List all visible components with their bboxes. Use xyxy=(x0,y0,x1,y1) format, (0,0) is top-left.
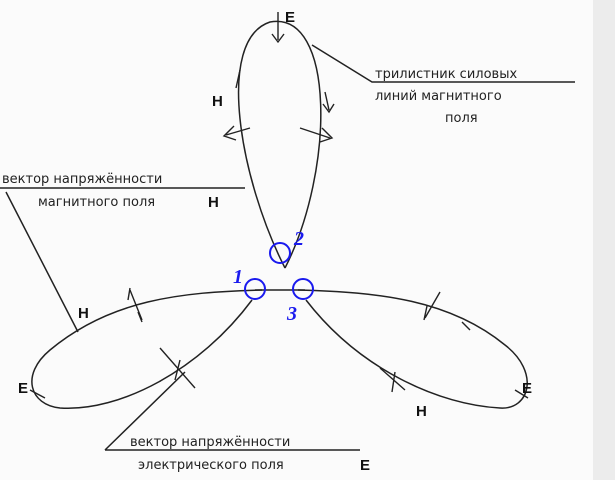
top-lobe xyxy=(237,20,322,269)
e-vector-label-line1: вектор напряжённости xyxy=(130,435,290,450)
h-vector-label-line2: магнитного поля xyxy=(38,195,155,210)
field-arrows xyxy=(29,12,529,399)
top-h-mark: H xyxy=(212,93,223,110)
point-circle-3 xyxy=(292,278,314,300)
trefoil-label-line2: линий магнитного xyxy=(375,89,502,104)
right-edge-strip xyxy=(593,0,615,480)
left-h-mark: H xyxy=(78,305,89,322)
e-vector-label-line2: электрического поля xyxy=(138,458,284,473)
right-e-mark: E xyxy=(522,380,532,397)
e-vector-symbol: E xyxy=(360,457,370,474)
point-label-2: 2 xyxy=(293,228,304,250)
right-lobe xyxy=(297,289,528,409)
point-circle-1 xyxy=(244,278,266,300)
trefoil-label-line3: поля xyxy=(445,111,478,126)
h-vector-label-line1: вектор напряжённости xyxy=(2,172,162,187)
point-label-1: 1 xyxy=(233,266,243,288)
top-e-mark: E xyxy=(285,9,295,26)
left-e-mark: E xyxy=(18,380,28,397)
trefoil-label-line1: трилистник силовых xyxy=(375,67,517,82)
h-vector-leader xyxy=(0,187,245,333)
right-h-mark: H xyxy=(416,403,427,420)
point-label-3: 3 xyxy=(286,303,297,325)
left-lobe xyxy=(31,289,263,409)
trefoil-leader xyxy=(311,44,575,83)
point-markers xyxy=(244,242,314,300)
e-vector-leader xyxy=(104,371,360,451)
h-vector-symbol: H xyxy=(208,194,219,211)
point-circle-2 xyxy=(269,242,291,264)
